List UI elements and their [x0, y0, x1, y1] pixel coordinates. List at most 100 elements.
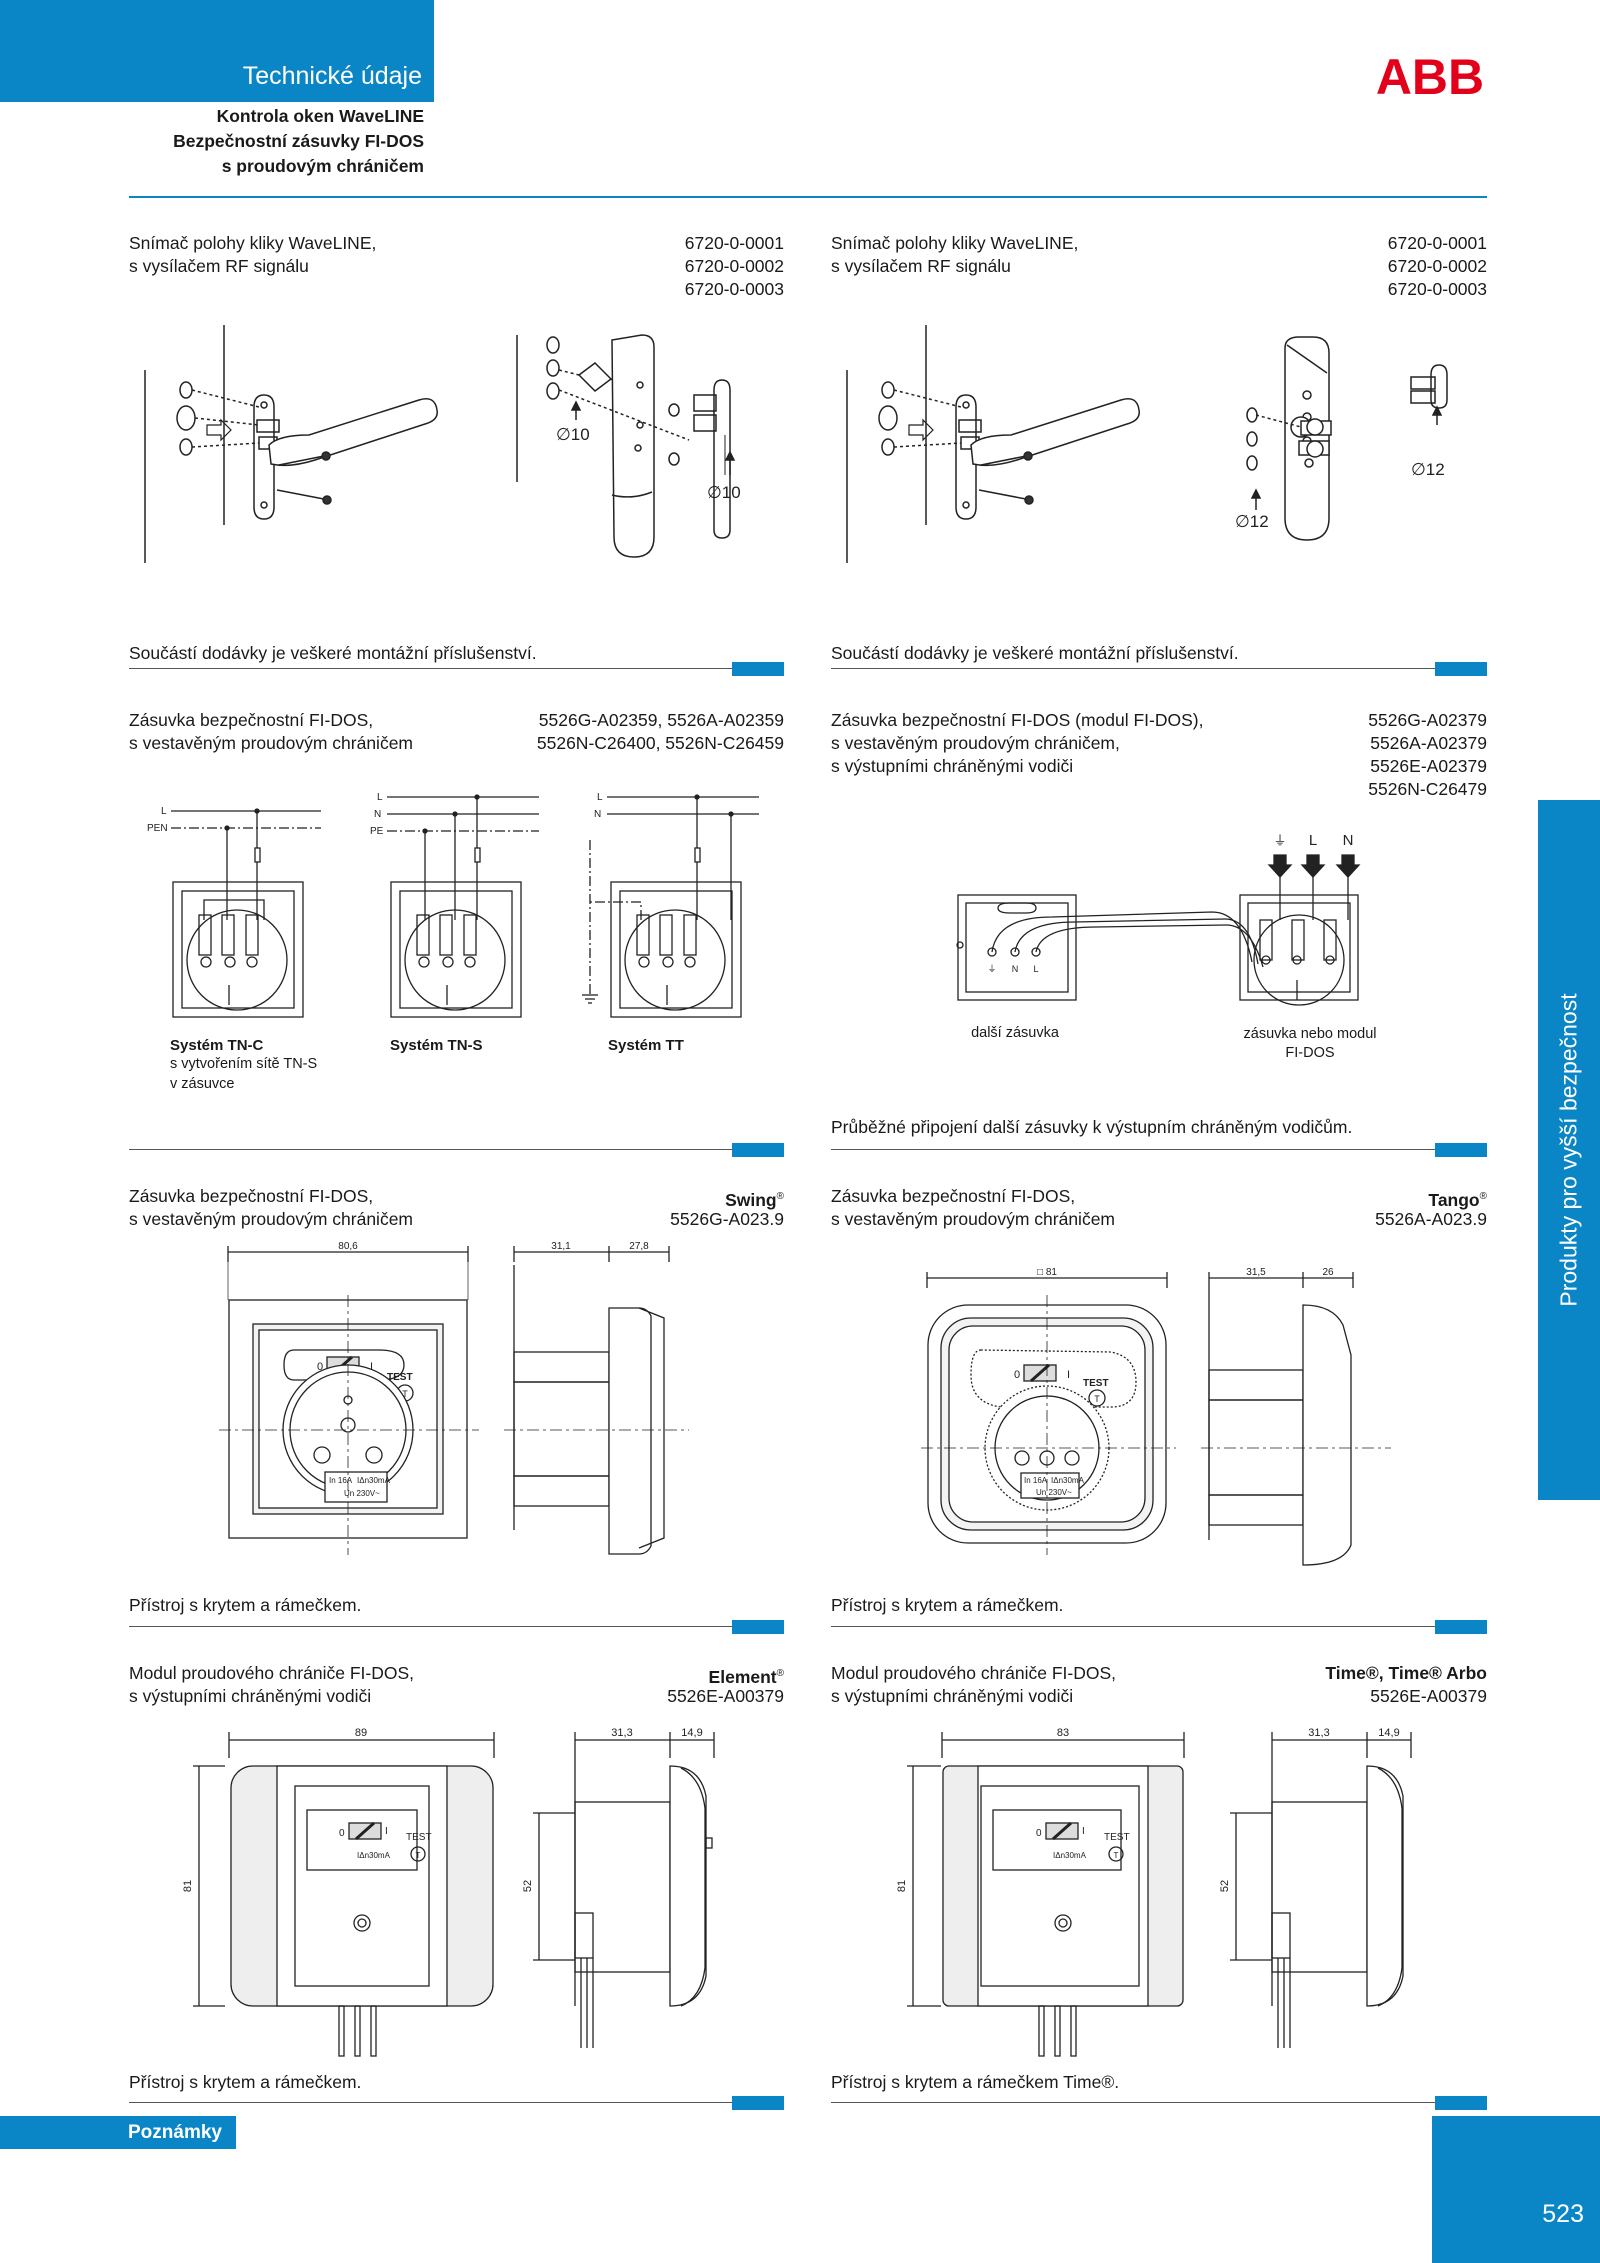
time-dim-inner: 52	[1219, 1880, 1231, 1892]
element-dim-width: 89	[355, 1727, 367, 1739]
tango-desc-2: s vestavěným proudovým chráničem	[831, 1209, 1115, 1229]
time-test: TEST	[1104, 1832, 1130, 1843]
element-zero: 0	[339, 1828, 345, 1839]
tango-rating-idn: IΔn30mA	[1051, 1476, 1085, 1485]
blue-marker	[732, 1620, 784, 1634]
tt-line-l: L	[597, 792, 603, 803]
wl-left-caption: Součástí dodávky je veškeré montážní pří…	[129, 643, 537, 663]
swing-caption: Přístroj s krytem a rámečkem.	[129, 1595, 362, 1615]
fidos-right-code-2: 5526A-A02379	[1370, 733, 1487, 753]
time-series: Time®, Time® Arbo	[1325, 1663, 1487, 1683]
element-caption: Přístroj s krytem a rámečkem.	[129, 2072, 362, 2092]
wl-right-drawing: ∅12 ∅12	[846, 325, 1448, 563]
tango-zero: 0	[1014, 1369, 1020, 1381]
wl-right-caption: Součástí dodávky je veškeré montážní pří…	[831, 643, 1239, 663]
subtitle-line-1: Kontrola oken WaveLINE	[216, 106, 424, 126]
tango-drawing: □ 81 31,5 26 0 I TEST T In 16A IΔn30mA U…	[921, 1267, 1391, 1566]
tns-line-n: N	[374, 809, 381, 820]
wl-left-drawing: ∅10 ∅10	[144, 325, 741, 563]
element-idn: IΔn30mA	[357, 1851, 391, 1860]
wl-left-code-2: 6720-0-0002	[684, 256, 784, 276]
header-banner	[0, 0, 434, 102]
swing-dim-width: 80,6	[338, 1241, 358, 1252]
fidos-right-code-4: 5526N-C26479	[1368, 779, 1487, 799]
element-dim-height: 81	[182, 1880, 194, 1892]
fidos-right-desc-2: s vestavěným proudovým chráničem,	[831, 733, 1120, 753]
divider	[831, 2102, 1487, 2103]
tns-line-pe: PE	[370, 826, 384, 837]
fidos-right-desc-3: s výstupními chráněnými vodiči	[831, 756, 1074, 776]
wl-right-dim-b: ∅12	[1411, 460, 1445, 479]
svg-text:L: L	[1033, 964, 1038, 974]
time-code: 5526E-A00379	[1370, 1686, 1487, 1706]
element-series: Element®	[708, 1666, 784, 1687]
wl-right-code-2: 6720-0-0002	[1387, 256, 1487, 276]
system-tnc-note-1: s vytvořením sítě TN-S	[170, 1056, 318, 1072]
tt-line-n: N	[594, 809, 601, 820]
subtitle-line-2: Bezpečnostní zásuvky FI-DOS	[173, 131, 424, 151]
svg-text:N: N	[1012, 964, 1019, 974]
blue-marker	[1435, 662, 1487, 676]
fidos-left-code-1: 5526G-A02359, 5526A-A02359	[538, 710, 784, 730]
time-drawing: 83 31,3 14,9 81 52 0 I TEST T IΔn30mA	[896, 1727, 1412, 2057]
element-drawing: 89 31,3 14,9 81 52 0 I TEST T IΔn30mA	[182, 1727, 715, 2057]
tango-rating-un: Un 230V~	[1036, 1488, 1072, 1497]
swing-desc-1: Zásuvka bezpečnostní FI-DOS,	[129, 1186, 374, 1206]
tango-code: 5526A-A023.9	[1375, 1209, 1487, 1229]
swing-test: TEST	[387, 1372, 413, 1383]
time-dim-depth: 31,3	[1308, 1727, 1329, 1739]
wl-left-code-1: 6720-0-0001	[684, 233, 784, 253]
wl-left-code-3: 6720-0-0003	[684, 279, 784, 299]
divider	[831, 668, 1487, 669]
wl-left-desc-2: s vysílačem RF signálu	[129, 256, 309, 276]
wl-right-dim-a: ∅12	[1235, 512, 1269, 531]
time-dim-width: 83	[1057, 1727, 1069, 1739]
blue-marker	[732, 662, 784, 676]
svg-text:⏚: ⏚	[987, 964, 996, 974]
page-number: 523	[1542, 2200, 1584, 2228]
tango-one: I	[1067, 1369, 1070, 1381]
time-idn: IΔn30mA	[1053, 1851, 1087, 1860]
system-tnc-name: Systém TN-C	[170, 1037, 264, 1054]
tnc-line-pen: PEN	[147, 823, 168, 834]
time-zero: 0	[1036, 1828, 1042, 1839]
tango-dim-depth2: 26	[1322, 1267, 1334, 1278]
wl-right-desc-1: Snímač polohy kliky WaveLINE,	[831, 233, 1079, 253]
through-right-label-1: zásuvka nebo modul	[1243, 1026, 1377, 1042]
divider	[129, 1626, 784, 1627]
fidos-right-desc-1: Zásuvka bezpečnostní FI-DOS (modul FI-DO…	[831, 710, 1204, 730]
blue-marker	[1435, 1620, 1487, 1634]
system-tt-name: Systém TT	[608, 1037, 684, 1054]
swing-dim-depth2: 27,8	[629, 1241, 649, 1252]
fidos-right-caption: Průběžné připojení další zásuvky k výstu…	[831, 1117, 1353, 1137]
element-dim-depth2: 14,9	[681, 1727, 702, 1739]
fidos-left-code-2: 5526N-C26400, 5526N-C26459	[536, 733, 784, 753]
time-desc-2: s výstupními chráněnými vodiči	[831, 1686, 1074, 1706]
element-dim-depth: 31,3	[611, 1727, 632, 1739]
swing-series: Swing®	[725, 1189, 784, 1210]
divider	[129, 1149, 784, 1150]
divider	[831, 1626, 1487, 1627]
blue-marker	[1435, 1143, 1487, 1157]
divider	[129, 668, 784, 669]
through-right-label-2: FI-DOS	[1285, 1045, 1335, 1061]
tango-test: TEST	[1083, 1378, 1109, 1389]
notes-label: Poznámky	[0, 2116, 236, 2149]
time-desc-1: Modul proudového chrániče FI-DOS,	[831, 1663, 1116, 1683]
tango-dim-depth: 31,5	[1246, 1267, 1266, 1278]
tnc-line-l: L	[161, 806, 167, 817]
element-desc-2: s výstupními chráněnými vodiči	[129, 1686, 372, 1706]
swing-rating-in: In 16A	[329, 1476, 353, 1485]
tango-series: Tango®	[1428, 1189, 1487, 1210]
through-connection-drawing: ⏚ L N ⏚ N L	[956, 832, 1361, 1006]
sidebar-label: Produkty pro vyšší bezpečnost	[1555, 993, 1582, 1307]
tango-desc-1: Zásuvka bezpečnostní FI-DOS,	[831, 1186, 1076, 1206]
wl-left-dim-b: ∅10	[707, 483, 741, 502]
wire-pe: ⏚	[1273, 833, 1286, 848]
element-dim-inner: 52	[522, 1880, 534, 1892]
logo-text: ABB	[1376, 50, 1484, 100]
time-dim-height: 81	[896, 1880, 908, 1892]
blue-marker	[732, 2096, 784, 2110]
divider	[129, 2102, 784, 2103]
svg-text:T: T	[1114, 1851, 1119, 1860]
